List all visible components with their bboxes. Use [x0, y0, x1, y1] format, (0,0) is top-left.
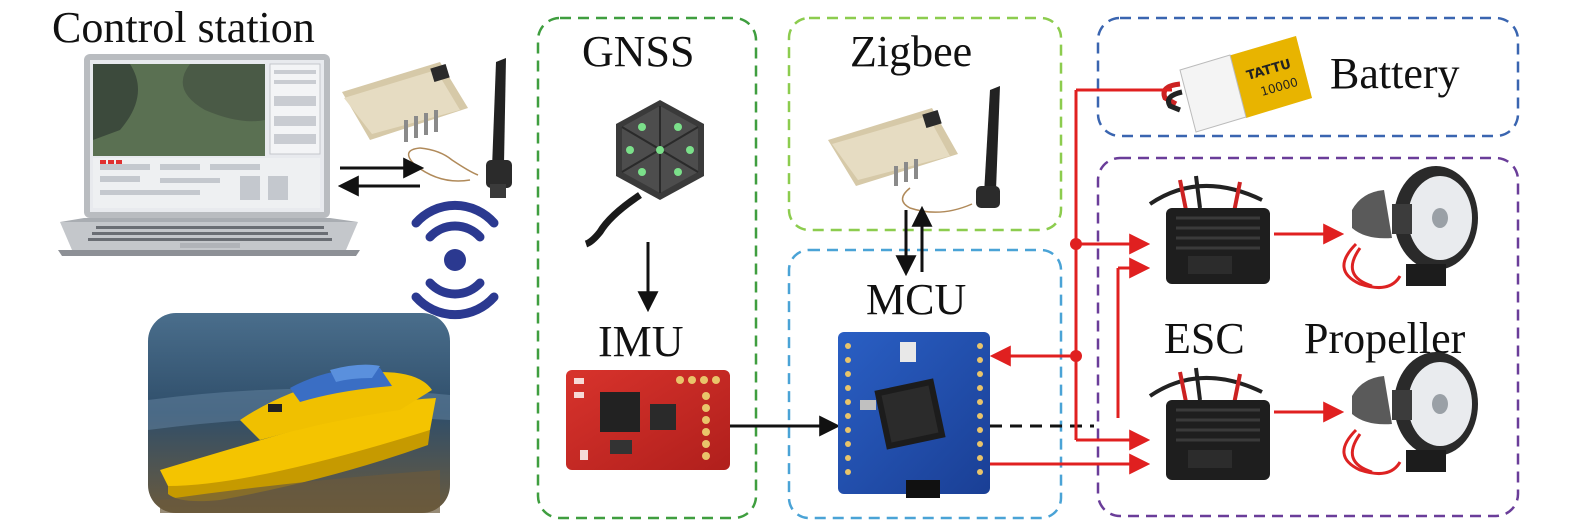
- esc-top-image: [1148, 175, 1270, 284]
- mcu-board-image: [838, 332, 990, 498]
- mcu-group-box: [787, 248, 1063, 520]
- laptop-image: [58, 54, 360, 256]
- zigbee-label: Zigbee: [850, 27, 972, 76]
- esc-bottom-image: [1148, 367, 1270, 480]
- propeller-bottom-image: [1342, 352, 1478, 476]
- esc-label: ESC: [1164, 314, 1245, 363]
- zigbee-module-onboard-image: [828, 86, 1000, 213]
- battery-image: TATTU 10000: [1161, 36, 1312, 133]
- gnss-imu-group-box: [536, 16, 758, 520]
- battery-label: Battery: [1330, 49, 1460, 98]
- boat-image: [148, 313, 450, 513]
- mcu-label: MCU: [866, 275, 966, 324]
- battery-group-box: [1096, 16, 1520, 138]
- gnss-receiver-image: [584, 100, 704, 248]
- zigbee-group-box: [787, 16, 1063, 232]
- imu-label: IMU: [598, 317, 684, 366]
- esc-propeller-group-box: [1096, 156, 1520, 518]
- propeller-top-image: [1342, 166, 1478, 290]
- zigbee-module-ground-image: [342, 58, 512, 198]
- gnss-label: GNSS: [582, 27, 695, 76]
- imu-board-image: [566, 370, 730, 470]
- wireless-signal-icon: [411, 200, 499, 320]
- control-station-label: Control station: [52, 3, 315, 52]
- power-wiring: [1074, 88, 1172, 442]
